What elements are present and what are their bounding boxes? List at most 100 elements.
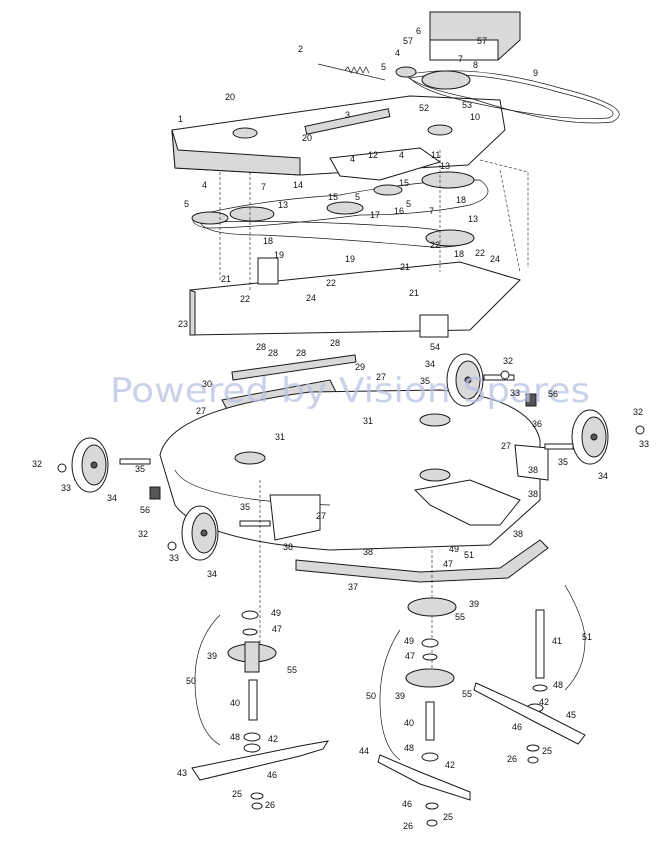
bracket-50-left bbox=[194, 614, 221, 746]
callout-c28c: 28 bbox=[330, 338, 340, 348]
callout-c46a: 46 bbox=[267, 770, 277, 780]
callout-c16: 16 bbox=[394, 206, 404, 216]
callout-c34c: 34 bbox=[425, 359, 435, 369]
upper-pulley bbox=[421, 70, 471, 90]
callout-c30: 30 bbox=[202, 379, 212, 389]
callout-c41: 41 bbox=[552, 636, 562, 646]
callout-c34a: 34 bbox=[107, 493, 117, 503]
callout-c27c: 27 bbox=[501, 441, 511, 451]
callout-c35d: 35 bbox=[558, 457, 568, 467]
idler-bracket-plate bbox=[329, 147, 442, 181]
callout-c13a: 13 bbox=[440, 161, 450, 171]
callout-c32c: 32 bbox=[503, 356, 513, 366]
callout-c32b: 32 bbox=[138, 529, 148, 539]
blade-bolts bbox=[250, 744, 540, 827]
callout-c55b: 55 bbox=[462, 689, 472, 699]
callout-c24b: 24 bbox=[490, 254, 500, 264]
callout-c15a: 15 bbox=[399, 178, 409, 188]
callout-c14: 14 bbox=[293, 180, 303, 190]
callout-c38c: 38 bbox=[513, 529, 523, 539]
callout-c20a: 20 bbox=[225, 92, 235, 102]
callout-c12: 12 bbox=[368, 150, 378, 160]
callout-c47c: 47 bbox=[443, 559, 453, 569]
callout-c51b: 51 bbox=[464, 550, 474, 560]
callout-c24a: 24 bbox=[306, 293, 316, 303]
deck-belt-assembly bbox=[191, 171, 489, 248]
callout-c57a: 57 bbox=[403, 36, 413, 46]
callout-c35b: 35 bbox=[240, 502, 250, 512]
callout-c9: 9 bbox=[533, 68, 538, 78]
callout-c4a: 4 bbox=[395, 48, 400, 58]
callout-c33d: 33 bbox=[639, 439, 649, 449]
idler-pulley-top bbox=[395, 66, 417, 78]
bracket-50-right bbox=[379, 629, 401, 761]
blade-center bbox=[377, 754, 471, 801]
deck-skirt bbox=[295, 539, 549, 583]
callout-c6: 6 bbox=[416, 26, 421, 36]
callout-c46c: 46 bbox=[512, 722, 522, 732]
callout-c51a: 51 bbox=[582, 632, 592, 642]
callout-c31a: 31 bbox=[363, 416, 373, 426]
callout-c33a: 33 bbox=[61, 483, 71, 493]
callout-c7a: 7 bbox=[458, 54, 463, 64]
callout-c8: 8 bbox=[473, 60, 478, 70]
callout-c28d: 28 bbox=[296, 348, 306, 358]
callout-c31b: 31 bbox=[275, 432, 285, 442]
blade-right bbox=[473, 682, 586, 745]
callout-c38b: 38 bbox=[363, 547, 373, 557]
callout-c50b: 50 bbox=[366, 691, 376, 701]
callout-c4c: 4 bbox=[399, 150, 404, 160]
reflector-left bbox=[149, 486, 161, 500]
spindle-assembly-right bbox=[405, 550, 457, 762]
callout-c39c: 39 bbox=[469, 599, 479, 609]
callout-c33b: 33 bbox=[169, 553, 179, 563]
top-drive-belt bbox=[404, 70, 620, 124]
callout-c5a: 5 bbox=[381, 62, 386, 72]
callout-c32d: 32 bbox=[633, 407, 643, 417]
callout-c10: 10 bbox=[470, 112, 480, 122]
callout-c5b: 5 bbox=[184, 199, 189, 209]
callout-c55c: 55 bbox=[455, 612, 465, 622]
callout-c32a: 32 bbox=[32, 459, 42, 469]
callout-c29: 29 bbox=[355, 362, 365, 372]
callout-c48a: 48 bbox=[230, 732, 240, 742]
spring-coil bbox=[344, 66, 370, 74]
callout-c44: 44 bbox=[359, 746, 369, 756]
callout-c47b: 47 bbox=[405, 651, 415, 661]
callout-c5c: 5 bbox=[355, 192, 360, 202]
callout-c47a: 47 bbox=[272, 624, 282, 634]
callout-c22b: 22 bbox=[326, 278, 336, 288]
blade-left bbox=[191, 740, 330, 781]
bracket-51 bbox=[564, 584, 586, 691]
callout-c23: 23 bbox=[178, 319, 188, 329]
callout-c48b: 48 bbox=[404, 743, 414, 753]
callout-c1: 1 bbox=[178, 114, 183, 124]
callout-c15b: 15 bbox=[328, 192, 338, 202]
callout-c11: 11 bbox=[431, 150, 440, 160]
callout-c27a: 27 bbox=[196, 406, 206, 416]
callout-c39b: 39 bbox=[395, 691, 405, 701]
callout-c38d: 38 bbox=[528, 489, 538, 499]
callout-c7c: 7 bbox=[429, 206, 434, 216]
callout-c7b: 7 bbox=[261, 182, 266, 192]
callout-c35a: 35 bbox=[135, 464, 145, 474]
callout-c40a: 40 bbox=[230, 698, 240, 708]
spindle-assembly-left bbox=[227, 480, 277, 753]
link-bar bbox=[304, 108, 391, 135]
callout-c18b: 18 bbox=[263, 236, 273, 246]
callout-c56b: 56 bbox=[548, 389, 558, 399]
callout-c25c: 25 bbox=[542, 746, 552, 756]
callout-c21a: 21 bbox=[221, 274, 231, 284]
callout-c13c: 13 bbox=[468, 214, 478, 224]
wheel-front-left bbox=[71, 437, 109, 493]
callout-c17: 17 bbox=[370, 210, 380, 220]
mower-deck-housing bbox=[159, 389, 549, 551]
callout-c22a: 22 bbox=[240, 294, 250, 304]
callout-c27d: 27 bbox=[316, 511, 326, 521]
callout-c28a: 28 bbox=[256, 342, 266, 352]
callout-c36: 36 bbox=[532, 419, 542, 429]
callout-c50a: 50 bbox=[186, 676, 196, 686]
callout-c25b: 25 bbox=[443, 812, 453, 822]
callout-c45: 45 bbox=[566, 710, 576, 720]
wheel-rear-right bbox=[571, 409, 609, 465]
